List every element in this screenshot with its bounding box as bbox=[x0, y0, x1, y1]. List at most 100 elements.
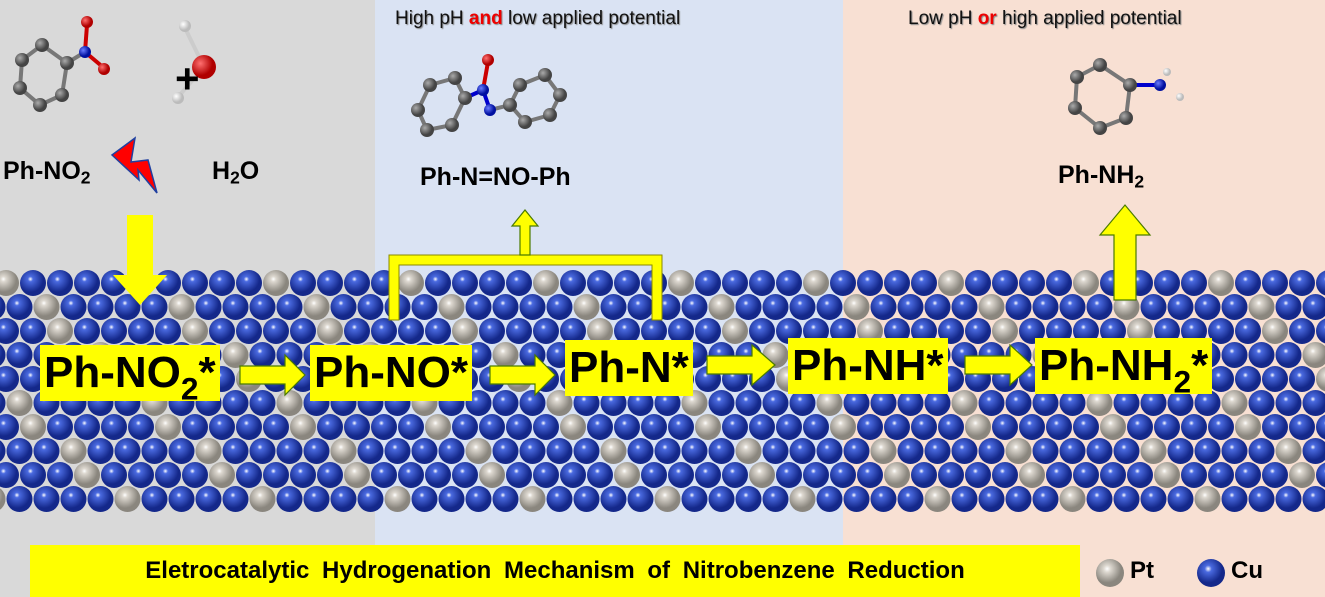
cu-atom bbox=[222, 294, 249, 320]
cu-atom bbox=[398, 318, 424, 344]
cu-atom bbox=[1289, 270, 1315, 296]
pt-atom bbox=[182, 318, 208, 344]
cu-atom bbox=[1086, 438, 1113, 464]
pt-atom bbox=[789, 486, 816, 512]
cu-atom bbox=[492, 486, 519, 512]
pt-atom bbox=[1154, 462, 1180, 488]
cu-atom bbox=[938, 414, 964, 440]
condition-middle: High pH and low applied potential bbox=[395, 8, 681, 29]
cu-atom bbox=[884, 270, 910, 296]
cu-atom bbox=[344, 414, 370, 440]
pt-atom bbox=[870, 438, 897, 464]
cu-atom bbox=[992, 462, 1018, 488]
pt-atom bbox=[1005, 438, 1032, 464]
cu-atom bbox=[33, 438, 60, 464]
cu-atom bbox=[533, 414, 559, 440]
aniline-label: Ph-NH2 bbox=[1058, 161, 1145, 192]
pt-atom bbox=[992, 318, 1018, 344]
cu-atom bbox=[1208, 366, 1234, 392]
cu-atom bbox=[1032, 294, 1059, 320]
cu-atom bbox=[573, 486, 600, 512]
pt-atom bbox=[614, 462, 640, 488]
cu-atom bbox=[1046, 270, 1072, 296]
cu-atom bbox=[1086, 486, 1113, 512]
cu-atom bbox=[47, 270, 73, 296]
cu-atom bbox=[1181, 414, 1207, 440]
cu-atom bbox=[978, 390, 1005, 416]
cu-atom bbox=[20, 462, 46, 488]
cu-atom bbox=[479, 318, 505, 344]
cu-atom bbox=[438, 486, 465, 512]
cu-atom bbox=[1235, 270, 1261, 296]
cu-atom bbox=[6, 438, 33, 464]
cu-atom bbox=[897, 294, 924, 320]
pt-atom bbox=[1194, 486, 1221, 512]
cu-atom bbox=[249, 342, 276, 368]
cu-atom bbox=[168, 438, 195, 464]
cu-atom bbox=[492, 438, 519, 464]
cu-atom bbox=[479, 414, 505, 440]
cu-atom bbox=[1221, 342, 1248, 368]
aniline-molecule bbox=[1068, 58, 1184, 135]
pt-atom bbox=[114, 486, 141, 512]
cu-atom bbox=[182, 462, 208, 488]
cu-atom bbox=[263, 318, 289, 344]
cu-atom bbox=[1032, 390, 1059, 416]
cu-atom bbox=[870, 390, 897, 416]
cu-atom bbox=[587, 414, 613, 440]
cu-atom bbox=[236, 414, 262, 440]
cu-atom bbox=[668, 318, 694, 344]
cu-atom bbox=[384, 438, 411, 464]
cu-atom bbox=[843, 486, 870, 512]
cu-atom bbox=[1302, 438, 1325, 464]
cu-atom bbox=[1140, 294, 1167, 320]
pt-atom bbox=[965, 414, 991, 440]
cu-atom bbox=[749, 270, 775, 296]
cu-atom bbox=[695, 270, 721, 296]
pt-atom bbox=[1086, 390, 1113, 416]
cu-atom bbox=[506, 318, 532, 344]
pt-atom bbox=[1221, 390, 1248, 416]
cu-atom bbox=[465, 486, 492, 512]
pt-atom bbox=[924, 486, 951, 512]
pt-atom bbox=[816, 390, 843, 416]
cu-atom bbox=[897, 438, 924, 464]
pt-atom bbox=[1248, 294, 1275, 320]
cu-atom bbox=[452, 270, 478, 296]
cu-atom bbox=[1221, 294, 1248, 320]
cu-atom bbox=[0, 318, 19, 344]
cu-atom bbox=[1275, 390, 1302, 416]
pt-atom bbox=[533, 270, 559, 296]
cu-legend-icon bbox=[1197, 559, 1225, 587]
cu-atom bbox=[681, 294, 708, 320]
cu-atom bbox=[357, 294, 384, 320]
cu-atom bbox=[0, 392, 6, 414]
cu-atom bbox=[209, 270, 235, 296]
water-molecule bbox=[172, 20, 216, 104]
cu-atom bbox=[924, 390, 951, 416]
pt-atom bbox=[735, 438, 762, 464]
cu-atom bbox=[1059, 294, 1086, 320]
cu-atom bbox=[1113, 486, 1140, 512]
cu-atom bbox=[60, 486, 87, 512]
cu-atom bbox=[627, 438, 654, 464]
cu-atom bbox=[1248, 390, 1275, 416]
cu-atom bbox=[722, 270, 748, 296]
cu-atom bbox=[938, 318, 964, 344]
cu-atom bbox=[479, 270, 505, 296]
cu-atom bbox=[209, 318, 235, 344]
cu-atom bbox=[627, 390, 654, 416]
pt-atom bbox=[1140, 438, 1167, 464]
cu-atom bbox=[641, 462, 667, 488]
condition-right: Low pH or high applied potential bbox=[908, 8, 1182, 29]
cu-atom bbox=[695, 462, 721, 488]
cu-atom bbox=[263, 414, 289, 440]
pt-atom bbox=[1073, 270, 1099, 296]
cu-atom bbox=[371, 318, 397, 344]
cu-atom bbox=[965, 462, 991, 488]
cu-atom bbox=[762, 438, 789, 464]
pt-atom bbox=[573, 294, 600, 320]
cu-atom bbox=[330, 294, 357, 320]
